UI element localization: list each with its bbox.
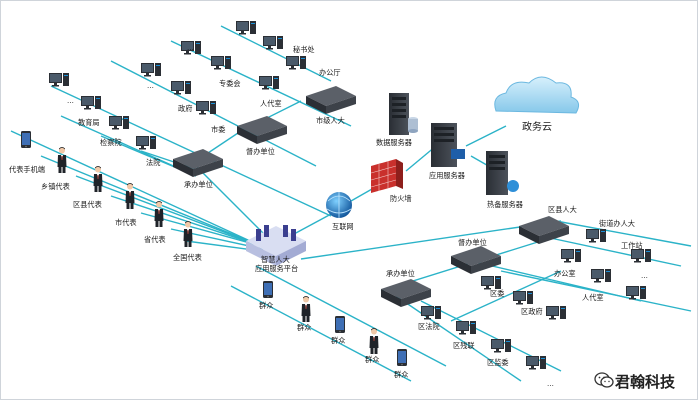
label-public-1: 群众	[259, 301, 274, 310]
label-edu-bureau: 教育局	[78, 118, 100, 127]
label-app-server: 应用服务器	[429, 171, 465, 180]
label-secretariat: 秘书处	[293, 45, 315, 54]
label-county-npc: 区县人大	[548, 205, 577, 214]
label-supervise-unit-right: 督办单位	[458, 238, 487, 247]
label-disabled-fed: 区残联	[453, 341, 475, 350]
internet-globe	[326, 192, 352, 218]
tower-data-server	[389, 93, 418, 135]
ellipsis-5: ...	[547, 379, 554, 388]
label-city-npc: 市级人大	[316, 116, 345, 125]
label-public-3: 群众	[331, 336, 346, 345]
label-province-rep: 省代表	[144, 235, 166, 244]
label-internet: 互联网	[332, 222, 354, 231]
label-county-gov: 区政府	[521, 307, 543, 316]
firewall-graphic	[370, 159, 403, 193]
connection-lines	[10, 25, 692, 382]
label-rep-room-top: 人代室	[260, 99, 282, 108]
rack-server-undertake-right	[381, 279, 431, 307]
label-platform-line2: 应用服务平台	[255, 264, 299, 273]
label-rep-room-right: 人代室	[582, 293, 604, 302]
label-city-committee: 市委	[211, 125, 226, 134]
label-national-rep: 全国代表	[173, 253, 202, 262]
rack-server-undertake-left	[173, 149, 223, 177]
label-undertake-unit-left: 承办单位	[184, 180, 213, 189]
label-public-2: 群众	[297, 323, 312, 332]
label-town-rep: 乡镇代表	[41, 182, 70, 191]
label-office-hall: 办公厅	[319, 68, 341, 77]
watermark-text: 君翰科技	[615, 373, 676, 391]
ellipsis-2: ...	[147, 81, 154, 90]
label-gov-cloud: 政务云	[522, 122, 552, 133]
label-county-court: 区法院	[418, 322, 440, 331]
label-data-server: 数据服务器	[376, 138, 412, 147]
label-undertake-unit-right: 承办单位	[386, 269, 415, 278]
label-procuratorate: 检察院	[100, 138, 122, 147]
tower-app-server	[431, 123, 465, 167]
label-firewall: 防火墙	[390, 194, 412, 203]
label-supervise-unit: 督办单位	[246, 147, 275, 156]
rack-server-county-npc	[519, 216, 569, 244]
label-public-5: 群众	[394, 370, 409, 379]
cloud-graphic	[494, 76, 580, 114]
label-street-npc: 街道办人大	[599, 219, 635, 228]
label-office-room: 办公室	[554, 269, 576, 278]
label-county-rep: 区县代表	[73, 200, 102, 209]
label-court: 法院	[146, 158, 161, 167]
label-platform-line1: 智慧人大	[261, 255, 290, 264]
label-workstation: 工作站	[621, 241, 643, 250]
ellipsis-1: ...	[67, 96, 74, 105]
label-special-committee: 专委会	[219, 79, 241, 88]
label-county-supervision: 区监委	[487, 358, 509, 367]
rack-server-city-npc	[306, 86, 356, 114]
label-rep-mobile: 代表手机端	[9, 165, 45, 174]
label-public-4: 群众	[365, 355, 380, 364]
label-city-rep: 市代表	[115, 218, 137, 227]
ellipsis-3: ...	[187, 43, 194, 52]
platform-room	[246, 225, 306, 266]
tower-backup-server	[486, 151, 519, 195]
label-government: 政府	[178, 104, 193, 113]
ellipsis-4: ...	[641, 271, 648, 280]
rack-server-supervise-left	[237, 116, 287, 144]
rack-server-supervise-right	[451, 246, 501, 274]
label-county-committee: 区委	[490, 289, 505, 298]
label-backup-server: 热备服务器	[487, 200, 523, 209]
